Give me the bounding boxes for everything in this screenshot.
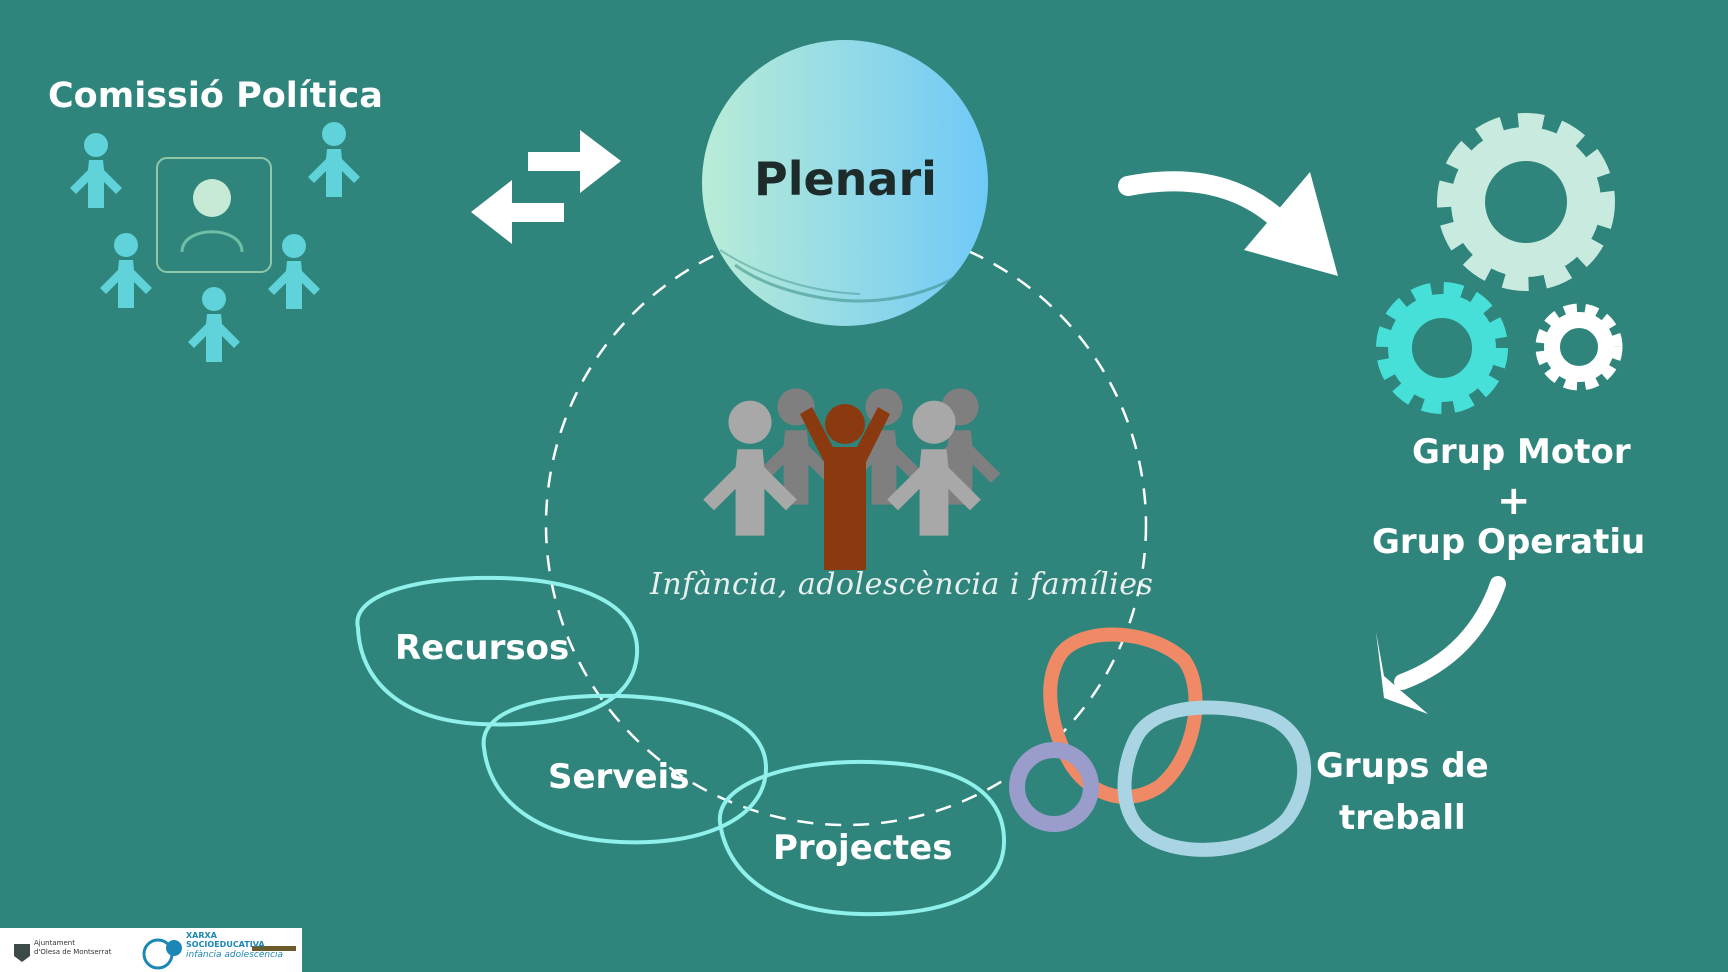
footer-logo-graphics [14, 938, 296, 970]
person-icon [268, 234, 320, 309]
families-caption: Infància, adolescència i famílies [650, 567, 1154, 602]
gear-medium-icon [1376, 282, 1508, 414]
serveis-label: Serveis [548, 757, 690, 797]
partner-logo-icon [252, 946, 296, 951]
plus-sign: + [1497, 478, 1531, 524]
projectes-label: Projectes [773, 828, 953, 868]
comissio-politica-title: Comissió Política [48, 76, 383, 116]
user-profile-icon [156, 157, 272, 273]
exchange-arrows-icon [471, 130, 621, 244]
xarxa-line1: XARXA [186, 931, 217, 940]
recursos-loop [355, 575, 640, 727]
gear-large-icon [1437, 113, 1615, 291]
grups-treball-label: Grups de treball [1316, 740, 1489, 844]
families-people-logo [703, 388, 1001, 570]
ajuntament-line1: Ajuntament [34, 939, 75, 947]
ring-light-blue [1117, 700, 1312, 857]
gear-small-icon [1535, 303, 1623, 391]
ajuntament-logo-icon [14, 944, 30, 962]
ring-purple [1009, 742, 1099, 832]
grup-motor-label: Grup Motor [1412, 432, 1631, 472]
grups-treball-line2: treball [1339, 798, 1466, 838]
loops-group [355, 575, 1007, 917]
xarxa-line3: infància adolescència [186, 950, 284, 960]
recursos-label: Recursos [395, 628, 570, 668]
plenari-label: Plenari [754, 152, 937, 206]
ajuntament-line2: d'Olesa de Montserrat [34, 948, 112, 956]
projectes-loop [717, 759, 1007, 917]
arrow-to-groups-icon [1376, 576, 1506, 714]
rings-group [1009, 627, 1312, 857]
person-icon [70, 133, 122, 208]
grup-operatiu-label: Grup Operatiu [1372, 522, 1646, 562]
plenari-circle [702, 40, 988, 326]
person-icon [308, 122, 360, 197]
person-icon [100, 233, 152, 308]
grups-treball-line1: Grups de [1316, 746, 1489, 786]
arrow-to-gears-icon [1118, 171, 1338, 276]
xarxa-line2: SOCIOEDUCATIVA [186, 940, 265, 949]
serveis-loop [481, 693, 769, 845]
person-icon [188, 287, 240, 362]
footer-logos: Ajuntament d'Olesa de Montserrat XARXA S… [0, 928, 302, 972]
ring-orange [1043, 627, 1203, 804]
xarxa-logo-icon [142, 938, 182, 970]
